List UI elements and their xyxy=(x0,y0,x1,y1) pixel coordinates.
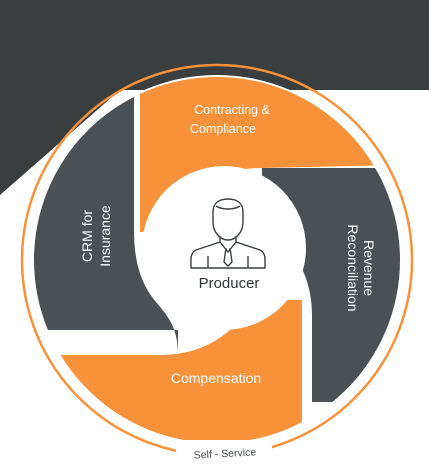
crm-label-line2: Insurance xyxy=(97,205,113,267)
crm-label-line1: CRM for xyxy=(79,210,95,262)
compensation-label: Compensation xyxy=(171,370,261,386)
revenue-label-line1: Revenue xyxy=(361,240,377,296)
businessman-icon xyxy=(190,198,266,269)
revenue-label-line2: Reconciliation xyxy=(345,224,361,311)
banner-edge xyxy=(0,0,429,138)
contracting-label-line2: Compliance xyxy=(190,122,256,136)
contracting-label-line1: Contracting & xyxy=(194,103,270,117)
ring-label-gap xyxy=(176,446,272,460)
producer-label: Producer xyxy=(199,275,260,292)
segment-crm-insurance xyxy=(34,95,178,355)
self-service-label: Self - Service xyxy=(193,446,256,461)
segment-compensation xyxy=(40,300,302,440)
